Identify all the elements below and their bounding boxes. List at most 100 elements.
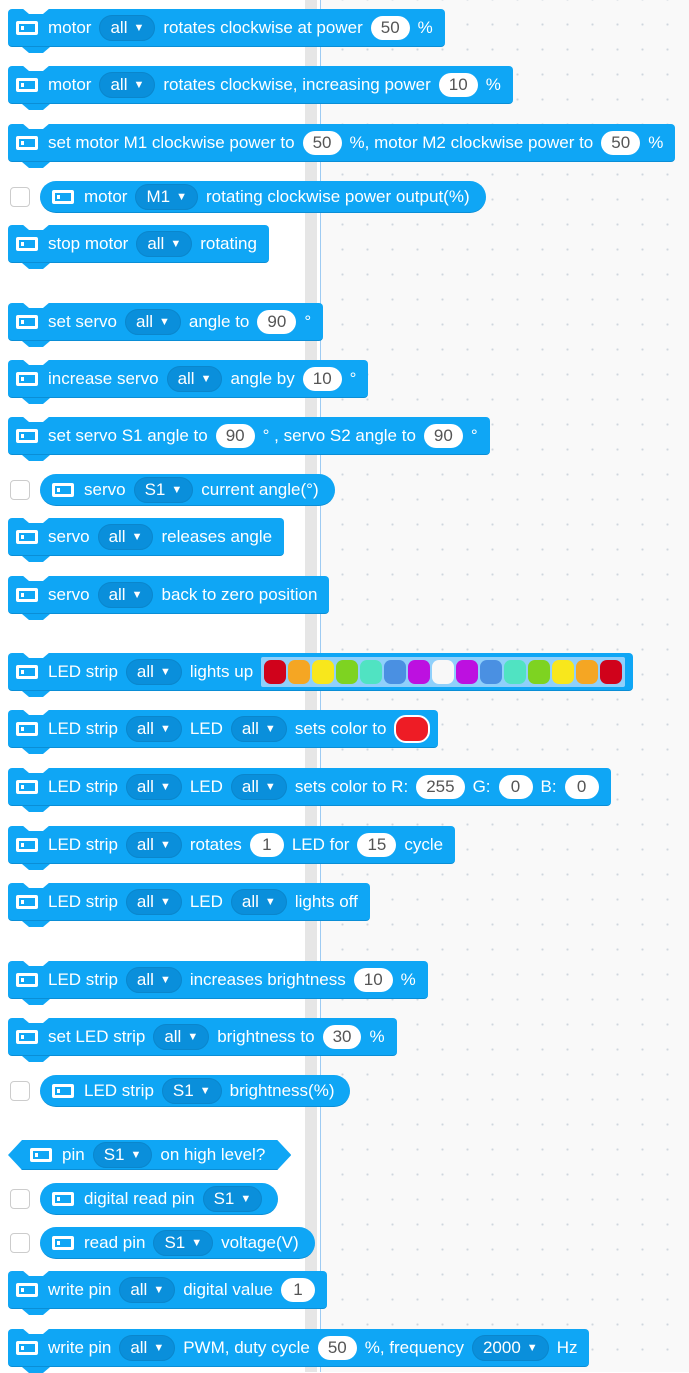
dropdown[interactable]: all▼ bbox=[97, 581, 154, 608]
dropdown-value: S1 bbox=[213, 1188, 235, 1208]
monitor-checkbox[interactable] bbox=[10, 480, 30, 500]
color-swatch[interactable] bbox=[336, 659, 359, 684]
number-input[interactable]: 10 bbox=[438, 72, 478, 97]
number-input[interactable]: 0 bbox=[498, 774, 533, 799]
color-swatch[interactable] bbox=[312, 659, 335, 684]
number-input[interactable]: 50 bbox=[601, 130, 641, 155]
number-input[interactable]: 90 bbox=[215, 423, 255, 448]
color-swatch[interactable] bbox=[528, 659, 551, 684]
dropdown[interactable]: M1▼ bbox=[135, 183, 198, 210]
dropdown[interactable]: all▼ bbox=[125, 888, 182, 915]
dropdown[interactable]: S1▼ bbox=[93, 1142, 153, 1168]
number-input[interactable]: 90 bbox=[423, 423, 463, 448]
color-strip-picker[interactable] bbox=[261, 656, 626, 687]
caret-down-icon: ▼ bbox=[159, 973, 171, 986]
color-swatch[interactable] bbox=[360, 659, 383, 684]
device-icon bbox=[16, 779, 38, 794]
dropdown[interactable]: all▼ bbox=[125, 658, 182, 685]
number-input[interactable]: 50 bbox=[317, 1335, 357, 1360]
number-input[interactable]: 1 bbox=[249, 832, 284, 857]
color-swatch[interactable] bbox=[480, 659, 503, 684]
dropdown[interactable]: all▼ bbox=[136, 230, 193, 257]
dropdown[interactable]: all▼ bbox=[125, 773, 182, 800]
dropdown[interactable]: all▼ bbox=[99, 71, 156, 98]
monitor-checkbox[interactable] bbox=[10, 1233, 30, 1253]
dropdown[interactable]: all▼ bbox=[125, 966, 182, 993]
dropdown[interactable]: all▼ bbox=[166, 365, 223, 392]
color-picker[interactable] bbox=[394, 714, 431, 743]
color-swatch[interactable] bbox=[384, 659, 407, 684]
number-input[interactable]: 50 bbox=[302, 130, 342, 155]
number-input[interactable]: 90 bbox=[257, 309, 297, 334]
dropdown-value: 2000 bbox=[482, 1337, 521, 1357]
number-input[interactable]: 50 bbox=[370, 15, 410, 40]
monitor-checkbox[interactable] bbox=[10, 1081, 30, 1101]
number-input[interactable]: 10 bbox=[353, 967, 393, 992]
number-input[interactable]: 1 bbox=[281, 1277, 315, 1302]
dropdown[interactable]: all▼ bbox=[124, 308, 181, 335]
dropdown[interactable]: all▼ bbox=[125, 831, 182, 858]
color-swatch[interactable] bbox=[576, 659, 599, 684]
block-label: LED bbox=[189, 891, 223, 911]
number-input[interactable]: 255 bbox=[416, 774, 465, 799]
color-swatch[interactable] bbox=[408, 659, 431, 684]
dropdown[interactable]: S1▼ bbox=[161, 1077, 222, 1104]
number-input[interactable]: 10 bbox=[302, 366, 342, 391]
monitor-checkbox[interactable] bbox=[10, 1189, 30, 1209]
dropdown[interactable]: all▼ bbox=[230, 888, 287, 915]
dropdown[interactable]: all▼ bbox=[119, 1276, 176, 1303]
dropdown[interactable]: S1▼ bbox=[153, 1229, 214, 1256]
color-swatch[interactable] bbox=[288, 659, 311, 684]
dropdown[interactable]: all▼ bbox=[97, 523, 154, 550]
color-swatch[interactable] bbox=[432, 659, 455, 684]
block-label: sets color to bbox=[294, 718, 387, 738]
dropdown[interactable]: S1 ▼ bbox=[202, 1185, 263, 1212]
number-input[interactable]: 15 bbox=[357, 832, 397, 857]
caret-down-icon: ▼ bbox=[240, 1192, 252, 1205]
dropdown[interactable]: all▼ bbox=[230, 715, 287, 742]
device-icon bbox=[16, 236, 38, 251]
monitor-checkbox[interactable] bbox=[10, 187, 30, 207]
color-swatch[interactable] bbox=[264, 659, 287, 684]
dropdown[interactable]: all▼ bbox=[99, 14, 156, 41]
dropdown[interactable]: all▼ bbox=[119, 1334, 176, 1361]
color-swatch[interactable] bbox=[504, 659, 527, 684]
block-label: sets color to R: bbox=[294, 776, 409, 796]
dropdown[interactable]: all▼ bbox=[230, 773, 287, 800]
dropdown[interactable]: all▼ bbox=[153, 1023, 210, 1050]
color-swatch[interactable] bbox=[552, 659, 575, 684]
dropdown[interactable]: all▼ bbox=[125, 715, 182, 742]
color-swatch[interactable] bbox=[600, 659, 623, 684]
number-input[interactable]: 30 bbox=[322, 1024, 362, 1049]
dropdown-value: all bbox=[136, 661, 154, 681]
number-input[interactable]: 0 bbox=[564, 774, 599, 799]
caret-down-icon: ▼ bbox=[199, 1084, 211, 1097]
color-swatch[interactable] bbox=[456, 659, 479, 684]
dropdown[interactable]: 2000▼ bbox=[471, 1334, 549, 1361]
dropdown[interactable]: S1▼ bbox=[133, 476, 194, 503]
